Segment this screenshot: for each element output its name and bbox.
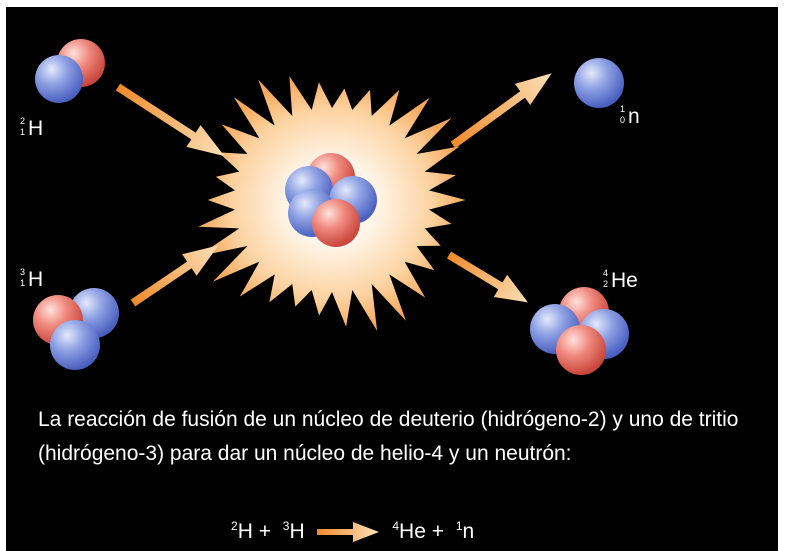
neutron-product xyxy=(574,58,624,108)
equation-term-neutron: 1n xyxy=(455,519,475,543)
helium-nucleus xyxy=(530,287,629,375)
tritium-nucleus xyxy=(33,288,119,370)
fusion-diagram xyxy=(33,39,629,375)
arrow-tritium-in xyxy=(130,245,219,307)
neutron xyxy=(574,58,624,108)
reaction-arrow-icon xyxy=(316,521,379,542)
equation-term-tritium: 3H xyxy=(282,519,305,543)
proton xyxy=(312,199,360,247)
arrow-helium-out xyxy=(446,251,528,303)
reaction-equation: 2H + 3H 4He + 1n xyxy=(231,519,474,549)
neutron xyxy=(50,320,100,370)
equation-term-deuterium: 2H + xyxy=(231,519,271,543)
arrow-neutron-out xyxy=(450,73,552,149)
fusing-nucleus xyxy=(285,153,377,247)
neutron xyxy=(35,55,83,103)
arrow-deuterium-in xyxy=(115,83,225,157)
deuterium-nucleus xyxy=(35,39,105,103)
equation-term-helium: 4He + xyxy=(392,519,444,543)
caption-text: La reacción de fusión de un núcleo de de… xyxy=(38,408,739,465)
proton xyxy=(556,325,606,375)
